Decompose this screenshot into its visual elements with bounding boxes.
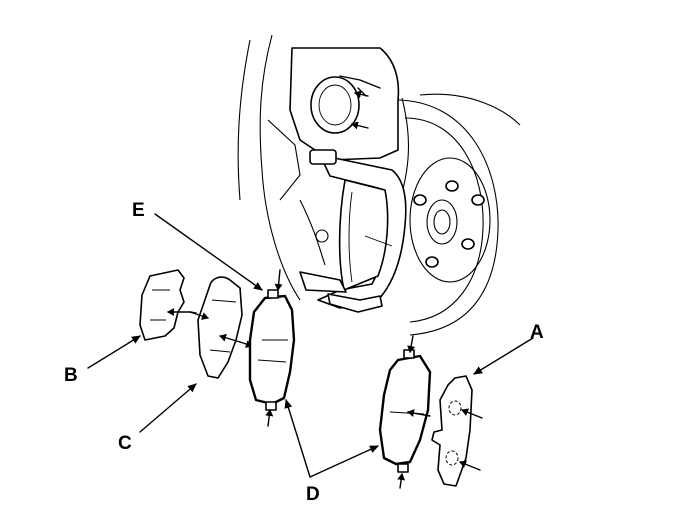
- brake-rotor-and-hub: [237, 34, 521, 336]
- leader-d1: [284, 399, 311, 478]
- pad-shim-b: [139, 269, 197, 341]
- leader-lines: [87, 213, 534, 478]
- wheel-studs: [413, 180, 485, 268]
- callout-e: E: [132, 200, 145, 221]
- leader-d2: [309, 445, 379, 478]
- callout-d: D: [306, 484, 320, 505]
- outer-brake-pad: [378, 335, 432, 489]
- caliper-body: [289, 47, 400, 161]
- leader-e: [154, 213, 263, 291]
- leader-c: [139, 383, 197, 433]
- inner-brake-pad: [248, 269, 296, 427]
- callout-b: B: [64, 365, 78, 386]
- callout-c: C: [118, 433, 132, 454]
- leader-a: [473, 337, 534, 375]
- caliper-bracket: [299, 149, 407, 313]
- callout-a: A: [530, 322, 544, 343]
- pad-shim-c: [189, 276, 253, 379]
- pad-shim-a: [431, 375, 483, 487]
- leader-b: [87, 335, 141, 369]
